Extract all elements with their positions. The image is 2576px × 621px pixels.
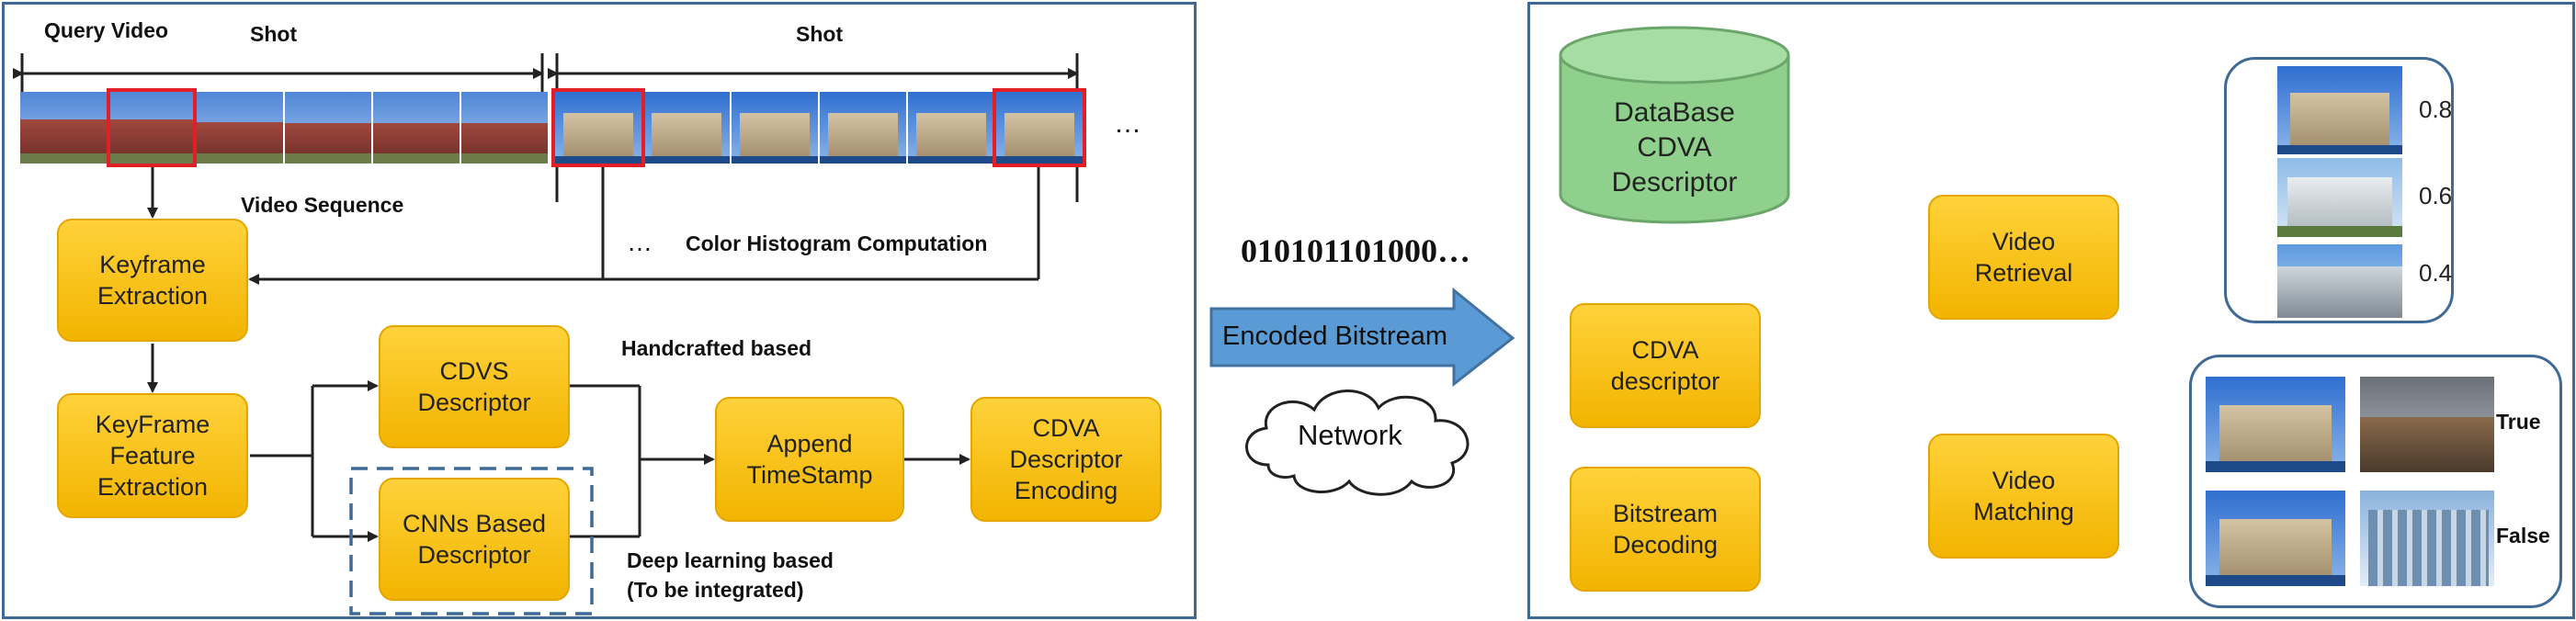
video-frame [108, 92, 195, 164]
network-label: Network [1298, 419, 1402, 451]
color-histogram-label: Color Histogram Computation [686, 231, 988, 255]
video-frame [555, 92, 641, 164]
selected-keyframe-marker [107, 88, 197, 167]
video-frame [996, 92, 1083, 164]
encoded-bitstream-label: Encoded Bitstream [1222, 322, 1448, 351]
bitstream-text: 010101101000… [1241, 232, 1471, 269]
selected-keyframe-marker [551, 88, 645, 167]
video-frame [285, 92, 371, 164]
cnns-descriptor-box: CNNs Based Descriptor [379, 478, 570, 601]
database-label: DataBase CDVA Descriptor [1611, 97, 1738, 198]
handcrafted-label: Handcrafted based [621, 336, 812, 360]
video-frame [732, 92, 818, 164]
video-frame [461, 92, 548, 164]
shot-label-2: Shot [796, 22, 844, 46]
retrieval-score: 0.6 [2419, 182, 2453, 209]
video-matching-box: Video Matching [1928, 434, 2119, 559]
cdva-encoding-box: CDVA Descriptor Encoding [970, 397, 1162, 522]
result-thumbnail [2277, 244, 2402, 318]
keyframe-feature-extraction-box: KeyFrame Feature Extraction [57, 393, 248, 518]
selected-keyframe-marker [993, 88, 1086, 167]
match-query-thumbnail [2206, 491, 2345, 586]
video-frame [20, 92, 107, 164]
video-sequence-label: Video Sequence [241, 193, 404, 217]
video-frame [197, 92, 283, 164]
bitstream-decoding-box: Bitstream Decoding [1570, 467, 1761, 592]
video-frame [373, 92, 460, 164]
matching-results-panel [2189, 355, 2562, 608]
match-true-label: True [2496, 410, 2541, 434]
network-cloud-icon [1245, 390, 1470, 496]
video-frame [820, 92, 906, 164]
query-video-label: Query Video [44, 18, 169, 42]
shot-label-1: Shot [250, 22, 298, 46]
cdvs-descriptor-box: CDVS Descriptor [379, 325, 570, 448]
encoded-bitstream-arrow [1209, 287, 1515, 388]
match-candidate-thumbnail [2360, 377, 2494, 472]
video-retrieval-box: Video Retrieval [1928, 195, 2119, 320]
match-false-label: False [2496, 524, 2550, 548]
video-frame [643, 92, 730, 164]
result-thumbnail [2277, 66, 2402, 154]
video-frame [908, 92, 994, 164]
retrieval-score: 0.8 [2419, 96, 2453, 123]
retrieval-score: 0.4 [2419, 259, 2453, 287]
match-candidate-thumbnail [2360, 491, 2494, 586]
cdva-descriptor-box: CDVA descriptor [1570, 303, 1761, 428]
database-cylinder-icon [1559, 26, 1790, 224]
append-timestamp-box: Append TimeStamp [715, 397, 904, 522]
retrieval-results-panel [2224, 57, 2454, 323]
match-query-thumbnail [2206, 377, 2345, 472]
deep-learning-label: Deep learning based (To be integrated) [627, 548, 834, 602]
cnn-dashed-frame [349, 467, 594, 615]
result-thumbnail [2277, 158, 2402, 237]
ellipsis-frames: … [1114, 108, 1141, 139]
keyframe-extraction-box: Keyframe Extraction [57, 219, 248, 342]
ellipsis-histogram: … [627, 228, 653, 256]
